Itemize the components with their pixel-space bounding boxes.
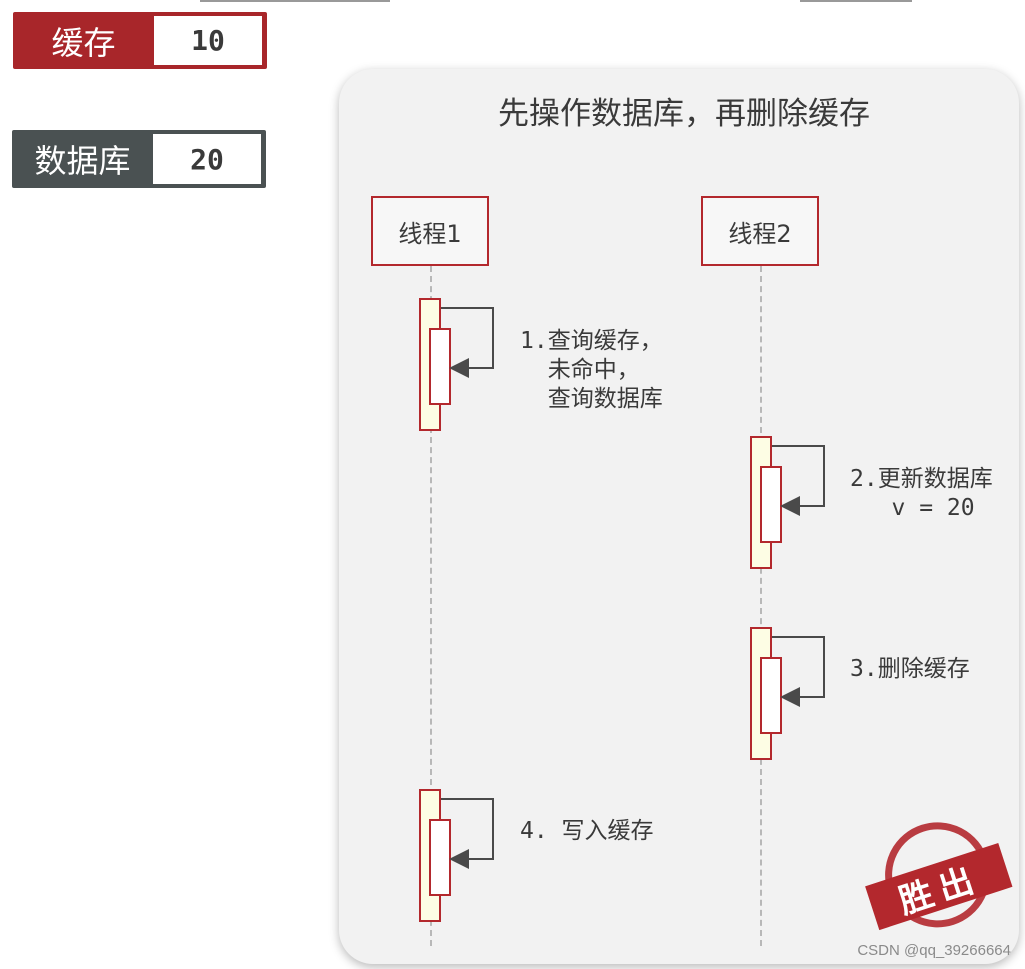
- cache-value-box: 缓存 10: [13, 12, 267, 69]
- self-call-arrow: [441, 307, 494, 378]
- database-value-box: 数据库 20: [12, 130, 266, 188]
- self-call-arrow: [441, 798, 494, 869]
- step-1-note: 1.查询缓存， 未命中， 查询数据库: [520, 328, 663, 412]
- cache-label: 缓存: [51, 23, 116, 62]
- database-label: 数据库: [34, 142, 131, 180]
- cache-value: 10: [154, 16, 262, 65]
- thread-2-lifeline: [760, 266, 762, 946]
- self-call-arrow: [772, 445, 825, 516]
- database-value: 20: [153, 134, 261, 184]
- thread-2-header: 线程2: [701, 196, 819, 266]
- step-3-note: 3.删除缓存: [850, 656, 970, 682]
- top-edge-mark: [800, 0, 912, 2]
- watermark: CSDN @qq_39266664: [857, 942, 1011, 959]
- self-call-arrow: [772, 636, 825, 707]
- thread-1-lifeline: [430, 266, 432, 946]
- diagram-title: 先操作数据库，再删除缓存: [498, 96, 870, 132]
- top-edge-mark: [200, 0, 390, 2]
- thread-1-header: 线程1: [371, 196, 489, 266]
- step-2-note: 2.更新数据库 v = 20: [850, 466, 993, 521]
- step-4-note: 4. 写入缓存: [520, 818, 654, 844]
